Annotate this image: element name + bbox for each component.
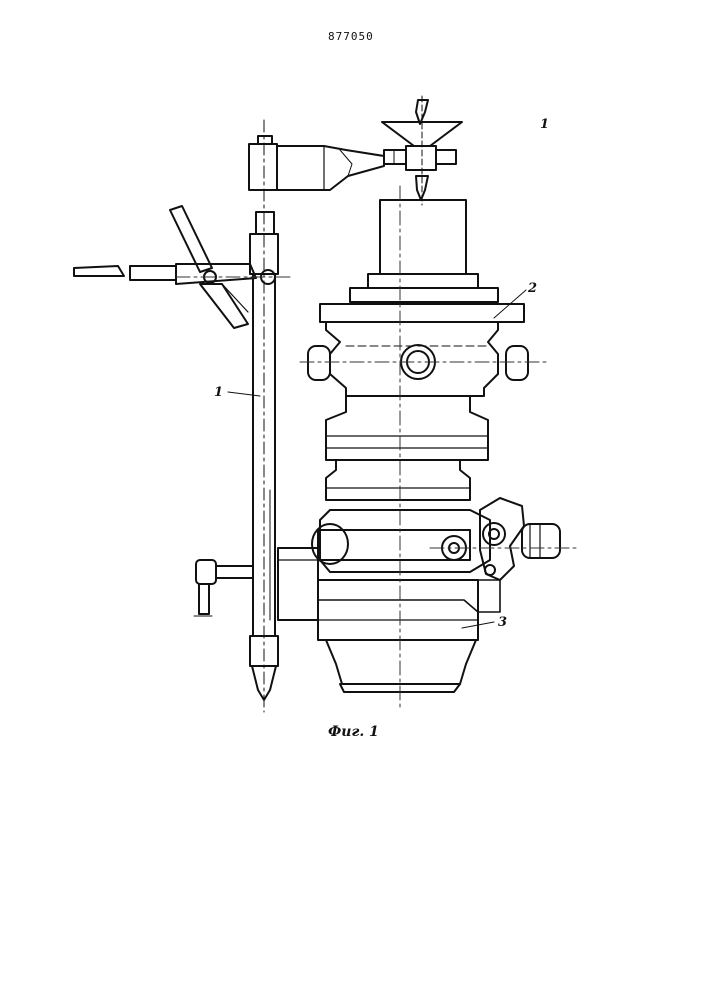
housing-base xyxy=(318,580,500,692)
callout-part-3: 3 xyxy=(498,615,507,630)
top-bracket-arm xyxy=(249,136,384,234)
housing-top xyxy=(308,200,528,396)
handwheel-knuckle xyxy=(480,498,560,580)
side-clamp-screw xyxy=(194,560,253,616)
view-number: 1 xyxy=(540,117,549,132)
patent-number: 877050 xyxy=(328,30,374,43)
clamp-lever xyxy=(74,206,275,328)
callout-part-2: 2 xyxy=(527,281,537,296)
callout-part-1: 1 xyxy=(214,385,223,400)
drill-bit xyxy=(416,96,428,205)
figure-caption: Фиг. 1 xyxy=(328,724,379,740)
vertical-column xyxy=(250,120,278,712)
housing-middle xyxy=(326,396,488,500)
mount-bracket xyxy=(278,510,490,620)
